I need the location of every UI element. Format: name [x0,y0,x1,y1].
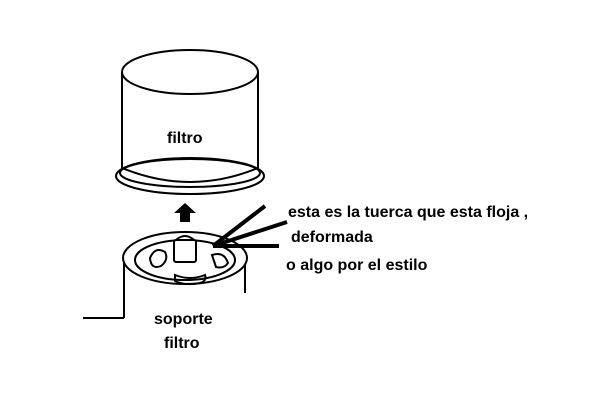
up-arrow-icon [174,203,196,222]
filter-label: filtro [167,130,203,147]
pointer-lines [211,204,288,248]
support-label-line-2: filtro [164,335,200,352]
annotation-line-1: esta es la tuerca que esta floja , [288,204,529,221]
filter-cylinder [115,49,265,195]
annotation-line-3: o algo por el estilo [286,257,428,274]
annotation-line-2: deformada [291,229,373,246]
support-label-line-1: soporte [154,311,213,328]
nut [173,239,197,263]
